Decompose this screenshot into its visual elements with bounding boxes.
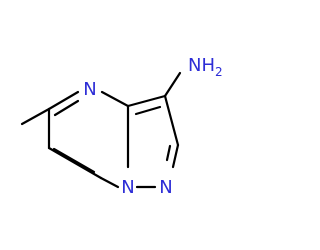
bond-c2-n1 <box>171 143 180 169</box>
atom-label-n1: N <box>159 177 172 198</box>
bond-c3-c2 <box>163 94 180 147</box>
bond-c7-c6 <box>47 146 103 180</box>
bond-n7a-c7 <box>99 176 120 189</box>
chemical-structure: NH2 N N N <box>20 55 223 198</box>
amine-label: NH2 <box>188 55 223 79</box>
bond-c3a-c3-double <box>134 105 162 116</box>
bond-c5-n4 <box>47 90 80 111</box>
atom-label-n7a: N <box>121 177 134 198</box>
bond-c5-n4-double <box>53 99 80 117</box>
bond-c2-n1-double <box>165 144 172 162</box>
atom-label-n4: N <box>83 79 96 100</box>
bond-c3a-c3 <box>126 94 167 108</box>
bond-c3-amine <box>163 71 182 98</box>
amine-label-h: H <box>201 55 215 76</box>
bond-methyl <box>20 107 51 126</box>
bond-c7-c6-double <box>52 147 96 174</box>
bond-n4-c3a <box>100 90 130 108</box>
